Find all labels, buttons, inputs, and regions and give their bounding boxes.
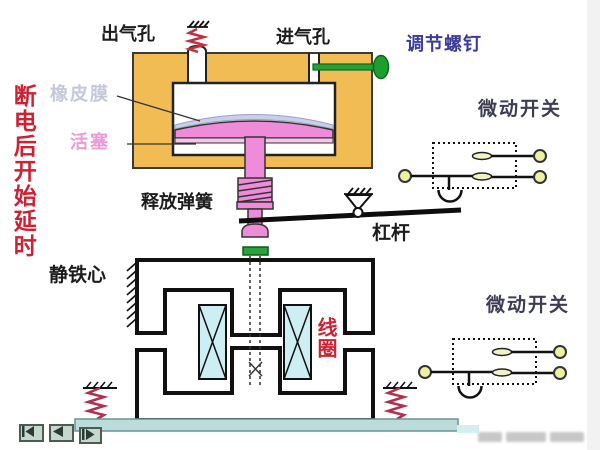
armature-top-plate xyxy=(242,246,269,256)
delay-after-power-off-label: 断电后开始延时 xyxy=(10,84,37,259)
release-spring-assembly xyxy=(236,177,274,238)
membrane-pointer-line xyxy=(116,95,201,122)
micro-switch-lower-symbol xyxy=(417,337,568,399)
switch-upper-contact-blade xyxy=(471,151,493,161)
adjusting-screw xyxy=(312,54,390,80)
switch-actuator-hook xyxy=(437,189,463,203)
core-upper-yoke xyxy=(135,258,375,337)
left-support-spring xyxy=(83,381,117,421)
core-lower-yoke xyxy=(135,346,375,422)
rod-foot-dome xyxy=(241,223,269,238)
outlet-port-label: 出气孔 xyxy=(101,24,155,44)
skip-to-start-icon xyxy=(22,426,34,437)
base-plate-end xyxy=(457,425,479,433)
pneumatic-chamber xyxy=(132,20,390,181)
outlet-spring-anchor-hatch xyxy=(187,20,210,28)
electromagnet xyxy=(126,258,375,422)
pivot-pin xyxy=(352,207,364,218)
lever-bar xyxy=(238,207,462,224)
step-back-button[interactable] xyxy=(49,424,74,442)
spring-seat-flange xyxy=(236,201,274,210)
scan-edge-band xyxy=(587,0,600,450)
switch-lower-contact-blade xyxy=(471,172,493,181)
switch-common-terminal xyxy=(398,169,412,183)
play-icon xyxy=(82,429,95,440)
step-back-icon xyxy=(53,426,63,437)
piston-label: 活塞 xyxy=(70,132,110,152)
piston-disc xyxy=(174,120,334,139)
adjusting-screw-label: 调节螺钉 xyxy=(406,34,482,54)
micro-switch-lower-label: 微动开关 xyxy=(486,295,571,316)
static-core-hatch xyxy=(126,261,138,328)
switch-dashed-housing xyxy=(432,142,517,189)
micro-switch-upper-label: 微动开关 xyxy=(478,99,563,120)
plunger-cross-mark xyxy=(248,361,263,377)
piston-rod xyxy=(244,136,266,181)
switch-no-terminal xyxy=(533,149,547,163)
hidden-plunger-dashed xyxy=(249,256,261,388)
base-plate xyxy=(74,418,459,432)
rubber-membrane-shape xyxy=(174,114,334,130)
inlet-port-label: 进气孔 xyxy=(276,27,330,47)
play-button[interactable] xyxy=(79,427,102,444)
right-support-spring xyxy=(383,381,417,421)
release-spring-label: 释放弹簧 xyxy=(141,192,213,212)
micro-switch-upper-symbol xyxy=(398,142,547,203)
outlet-valve-spring xyxy=(184,27,209,54)
coil-left xyxy=(198,304,227,380)
coil-right xyxy=(283,304,312,380)
skip-to-start-button[interactable] xyxy=(19,424,44,442)
fulcrum-pivot xyxy=(343,187,374,218)
coil-label: 线圈 xyxy=(314,317,336,359)
lever-label: 杠杆 xyxy=(372,223,411,244)
watermark xyxy=(478,428,596,444)
switch-nc-terminal xyxy=(533,170,547,184)
screw-knob xyxy=(372,54,390,80)
rubber-membrane-label: 橡皮膜 xyxy=(50,84,110,104)
static-iron-core-label: 静铁心 xyxy=(49,265,107,286)
